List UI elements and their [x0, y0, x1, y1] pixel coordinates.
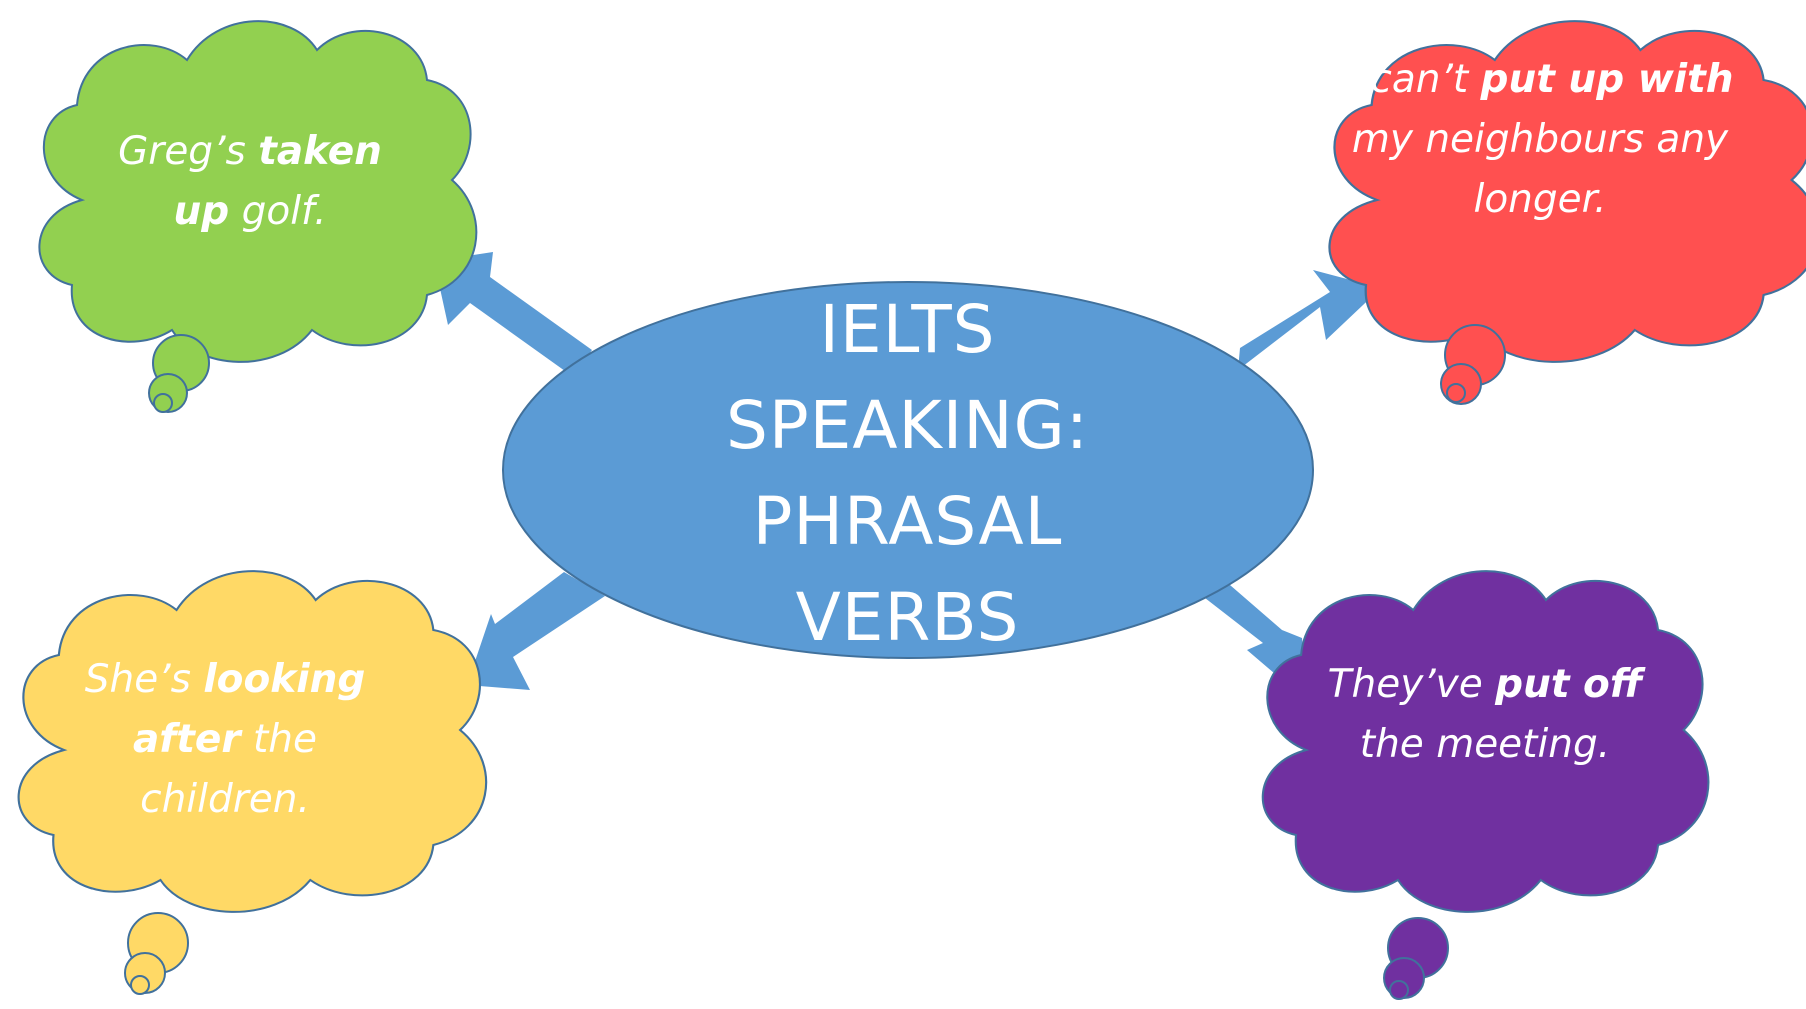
- yellow-thought-cloud: [17, 570, 488, 995]
- red-cloud-text-part: I can’t: [1346, 57, 1481, 102]
- center-title-line-2: SPEAKING:: [725, 387, 1090, 464]
- arrow-to-green-cloud: [434, 252, 592, 376]
- green-cloud-text-part: golf.: [229, 189, 327, 234]
- yellow-cloud-sentence: She’s looking after the children.: [60, 650, 390, 830]
- yellow-cloud-text-part: She’s: [84, 657, 204, 702]
- center-ellipse: [502, 281, 1314, 659]
- yellow-bubble-small: [130, 975, 150, 995]
- arrow-to-yellow-cloud: [467, 572, 605, 690]
- arrow-to-red-cloud: [1238, 270, 1381, 370]
- red-cloud-sentence: I can’t put up with my neighbours any lo…: [1320, 50, 1760, 230]
- center-title-line-3: PHRASAL: [752, 483, 1063, 560]
- green-cloud-phrasal-verb: taken up: [173, 129, 382, 234]
- purple-bubble-small: [1389, 980, 1409, 1000]
- red-thought-cloud: [1328, 20, 1806, 405]
- center-title: IELTS SPEAKING: PHRASAL VERBS: [670, 282, 1145, 666]
- red-bubble-small: [1446, 383, 1466, 403]
- green-cloud-text-part: Greg’s: [118, 129, 259, 174]
- purple-cloud-sentence: They’ve put off the meeting.: [1320, 655, 1650, 775]
- yellow-cloud-phrasal-verb: looking after: [132, 657, 366, 762]
- red-cloud-phrasal-verb: put up with: [1480, 57, 1734, 102]
- purple-cloud-phrasal-verb: put off: [1495, 662, 1643, 707]
- green-thought-cloud: [38, 20, 478, 413]
- purple-cloud-text-part: They’ve: [1327, 662, 1496, 707]
- center-title-line-1: IELTS: [819, 291, 996, 368]
- purple-cloud-text-part: the meeting.: [1359, 722, 1611, 767]
- center-title-line-4: VERBS: [795, 579, 1020, 656]
- green-bubble-small: [153, 393, 173, 413]
- red-cloud-text-part: my neighbours any longer.: [1351, 117, 1729, 222]
- green-cloud-sentence: Greg’s taken up golf.: [100, 122, 400, 242]
- purple-thought-cloud: [1261, 570, 1710, 1000]
- yellow-cloud-text-part: the children.: [140, 717, 318, 822]
